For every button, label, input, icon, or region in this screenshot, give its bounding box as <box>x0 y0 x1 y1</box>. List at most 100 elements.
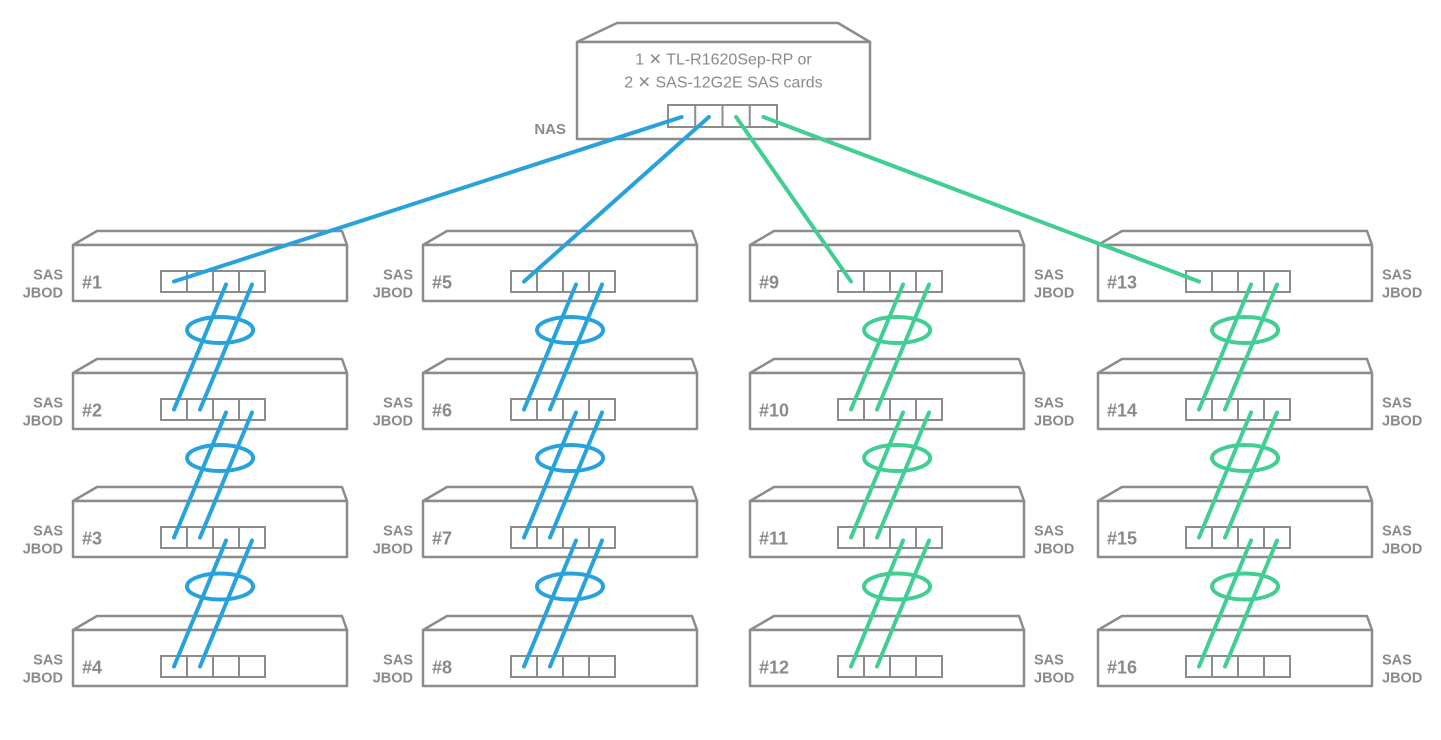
jbod-side-label-line1: SAS <box>33 268 63 284</box>
jbod-side-label-line2: JBOD <box>1382 414 1422 430</box>
sas-cable-nas-to-1 <box>172 115 684 284</box>
nas-title-line2: 2 ✕ SAS-12G2E SAS cards <box>624 75 822 92</box>
sas-cable-10-to-11-a <box>849 410 905 540</box>
nas-title-line1: 1 ✕ TL-R1620Sep-RP or <box>635 52 812 69</box>
sas-cable-6-to-7-b <box>548 410 604 540</box>
jbod-side-label-line2: JBOD <box>23 414 63 430</box>
jbod-unit-14: #14 SAS JBOD <box>1096 357 1422 431</box>
jbod-side-label-line2: JBOD <box>23 542 63 558</box>
jbod-16-top-face <box>1096 614 1374 632</box>
jbod-side-label-line2: JBOD <box>1382 671 1422 687</box>
jbod-13-top-face <box>1096 229 1374 247</box>
jbod-id-label: #11 <box>759 529 788 549</box>
jbod-side-label-line1: SAS <box>383 653 413 669</box>
jbod-side-label-line2: JBOD <box>23 671 63 687</box>
cable-loop-marker-13-to-14 <box>1210 315 1281 345</box>
sas-cable-15-to-16-b <box>1223 538 1279 669</box>
cable-loop-marker-6-to-7 <box>535 443 606 473</box>
jbod-side-label-line1: SAS <box>1034 524 1064 540</box>
jbod-side-label-line2: JBOD <box>1034 671 1074 687</box>
jbod-id-label: #6 <box>432 401 452 421</box>
jbod-5-top-face <box>421 229 699 247</box>
sas-cable-11-to-12-b <box>875 538 931 669</box>
sas-cable-5-to-6-b <box>548 282 604 412</box>
jbod-unit-16: #16 SAS JBOD <box>1096 614 1422 688</box>
jbod-id-label: #13 <box>1107 273 1137 293</box>
jbod-side-label-line1: SAS <box>33 524 63 540</box>
jbod-id-label: #14 <box>1107 401 1137 421</box>
sas-cable-1-to-2-a <box>172 282 228 412</box>
jbod-7-top-face <box>421 485 699 503</box>
jbod-side-label-line2: JBOD <box>373 414 413 430</box>
sas-cable-2-to-3-b <box>198 410 254 540</box>
cable-loop-marker-3-to-4 <box>185 571 256 602</box>
sas-cable-6-to-7-a <box>522 410 578 540</box>
sas-cable-15-to-16-a <box>1197 538 1253 669</box>
sas-cable-10-to-11-b <box>875 410 931 540</box>
jbod-id-label: #12 <box>759 658 789 678</box>
jbod-id-label: #16 <box>1107 658 1137 678</box>
sas-cable-13-to-14-b <box>1223 282 1279 412</box>
jbod-side-label-line2: JBOD <box>1034 286 1074 302</box>
jbod-3-top-face <box>71 485 349 503</box>
jbod-side-label-line2: JBOD <box>23 286 63 302</box>
jbod-4-top-face <box>71 614 349 632</box>
sas-cable-nas-to-5 <box>522 115 711 284</box>
sas-cable-11-to-12-a <box>849 538 905 669</box>
cable-loop-marker-5-to-6 <box>535 315 606 345</box>
sas-cable-nas-to-9 <box>734 115 853 284</box>
jbod-side-label-line2: JBOD <box>373 542 413 558</box>
sas-cable-14-to-15-b <box>1223 410 1279 540</box>
cable-loop-marker-15-to-16 <box>1210 571 1281 602</box>
jbod-side-label-line1: SAS <box>383 268 413 284</box>
jbod-1-front-face <box>71 243 349 303</box>
jbod-unit-15: #15 SAS JBOD <box>1096 485 1422 559</box>
jbod-2-top-face <box>71 357 349 375</box>
jbod-14-top-face <box>1096 357 1374 375</box>
jbod-12-top-face <box>748 614 1026 632</box>
jbod-side-label-line1: SAS <box>1034 396 1064 412</box>
sas-cable-7-to-8-b <box>548 538 604 669</box>
sas-cable-3-to-4-b <box>198 538 254 669</box>
sas-cable-7-to-8-a <box>522 538 578 669</box>
sas-cable-1-to-2-b <box>198 282 254 412</box>
jbod-side-label-line2: JBOD <box>1034 414 1074 430</box>
sas-cable-5-to-6-a <box>522 282 578 412</box>
jbod-id-label: #15 <box>1107 529 1137 549</box>
cable-loop-marker-10-to-11 <box>862 443 933 473</box>
jbod-8-top-face <box>421 614 699 632</box>
jbod-id-label: #1 <box>82 273 102 293</box>
sas-cable-14-to-15-a <box>1197 410 1253 540</box>
jbod-side-label-line1: SAS <box>1382 653 1412 669</box>
jbod-id-label: #5 <box>432 273 452 293</box>
jbod-side-label-line2: JBOD <box>1382 542 1422 558</box>
sas-cable-2-to-3-a <box>172 410 228 540</box>
jbod-unit-6: #6 SAS JBOD <box>373 357 699 431</box>
jbod-unit-9: #9 SAS JBOD <box>748 229 1074 303</box>
jbod-side-label-line1: SAS <box>1034 268 1064 284</box>
jbod-unit-10: #10 SAS JBOD <box>748 357 1074 431</box>
jbod-10-top-face <box>748 357 1026 375</box>
nas-label: NAS <box>534 121 566 138</box>
jbod-side-label-line1: SAS <box>1382 396 1412 412</box>
jbod-id-label: #10 <box>759 401 789 421</box>
jbod-9-top-face <box>748 229 1026 247</box>
jbod-6-top-face <box>421 357 699 375</box>
jbod-id-label: #9 <box>759 273 779 293</box>
jbod-side-label-line1: SAS <box>383 396 413 412</box>
jbod-side-label-line1: SAS <box>1382 268 1412 284</box>
cable-loop-marker-7-to-8 <box>535 571 606 602</box>
cable-loop-marker-9-to-10 <box>862 315 933 345</box>
jbod-id-label: #4 <box>82 658 102 678</box>
nas-top-face <box>575 21 872 44</box>
jbod-side-label-line2: JBOD <box>1034 542 1074 558</box>
jbod-side-label-line1: SAS <box>1382 524 1412 540</box>
